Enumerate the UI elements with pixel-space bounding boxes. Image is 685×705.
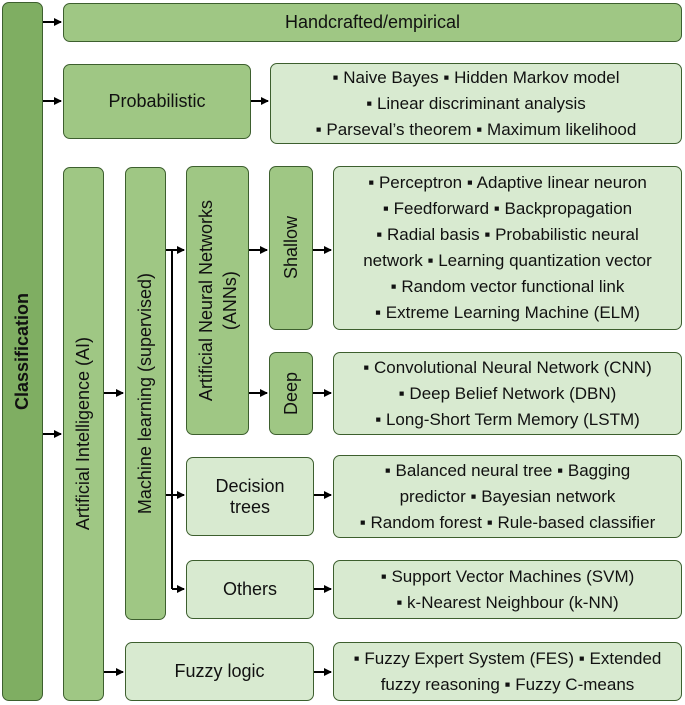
fuzzy-methods-box: ▪ Fuzzy Expert System (FES) ▪ Extended f… — [333, 642, 682, 701]
others-methods-box: ▪ Support Vector Machines (SVM) ▪ k-Near… — [333, 560, 682, 619]
method-line: ▪ Fuzzy Expert System (FES) ▪ Extended — [353, 648, 662, 668]
decision-trees-methods-box: ▪ Balanced neural tree ▪ Bagging predict… — [333, 455, 682, 538]
method-line: ▪ Random vector functional link — [390, 277, 625, 296]
decision-trees-label-line1: Decision — [215, 475, 285, 496]
handcrafted-label: Handcrafted/empirical — [284, 12, 461, 32]
shallow-box: Shallow — [269, 166, 313, 330]
method-line: ▪ Balanced neural tree ▪ Bagging — [384, 460, 631, 480]
ml-box: Machine learning (supervised) — [125, 167, 166, 620]
classification-root: Classification — [2, 2, 43, 701]
method-line: ▪ k-Nearest Neighbour (k-NN) — [396, 592, 619, 612]
ai-box: Artificial Intelligence (AI) — [63, 167, 104, 701]
method-line: ▪ Extreme Learning Machine (ELM) — [375, 303, 640, 322]
probabilistic-box: Probabilistic — [63, 64, 251, 139]
deep-label: Deep — [280, 371, 301, 416]
shallow-label: Shallow — [280, 216, 301, 280]
method-line: ▪ Feedforward ▪ Backpropagation — [382, 199, 633, 218]
method-line: ▪ Parseval’s theorem ▪ Maximum likelihoo… — [315, 119, 637, 139]
deep-methods-box: ▪ Convolutional Neural Network (CNN) ▪ D… — [333, 352, 682, 435]
ai-label: Artificial Intelligence (AI) — [73, 337, 93, 531]
handcrafted-box: Handcrafted/empirical — [63, 3, 682, 42]
ann-box: Artificial Neural Networks (ANNs) — [186, 166, 249, 435]
method-line: ▪ Convolutional Neural Network (CNN) — [363, 357, 652, 377]
method-line: ▪ Random forest ▪ Rule-based classifier — [359, 512, 656, 532]
method-line: ▪ Radial basis ▪ Probabilistic neural — [376, 225, 639, 244]
decision-trees-label-line2: trees — [229, 496, 271, 517]
method-line: network ▪ Learning quantization vector — [363, 251, 652, 270]
decision-trees-box: Decision trees — [186, 457, 314, 536]
fuzzy-label: Fuzzy logic — [174, 661, 265, 681]
deep-box: Deep — [269, 352, 313, 435]
method-line: ▪ Linear discriminant analysis — [366, 93, 586, 113]
method-line: ▪ Deep Belief Network (DBN) — [398, 383, 617, 403]
ml-label: Machine learning (supervised) — [135, 272, 155, 515]
method-line: ▪ Support Vector Machines (SVM) — [380, 566, 635, 586]
method-line: fuzzy reasoning ▪ Fuzzy C-means — [380, 674, 635, 694]
others-box: Others — [186, 560, 314, 619]
method-line: ▪ Long-Short Term Memory (LSTM) — [375, 409, 640, 429]
method-line: ▪ Naive Bayes ▪ Hidden Markov model — [332, 67, 620, 87]
classification-label: Classification — [12, 292, 32, 411]
probabilistic-methods-box: ▪ Naive Bayes ▪ Hidden Markov model ▪ Li… — [270, 63, 682, 144]
ann-label: Artificial Neural Networks (ANNs) — [194, 200, 242, 401]
ann-label-line1: Artificial Neural Networks — [195, 199, 216, 402]
others-label: Others — [222, 579, 278, 599]
probabilistic-label: Probabilistic — [108, 91, 206, 111]
shallow-methods-box: ▪ Perceptron ▪ Adaptive linear neuron ▪ … — [333, 166, 682, 330]
ann-label-line2: (ANNs) — [219, 271, 240, 330]
method-line: ▪ Perceptron ▪ Adaptive linear neuron — [368, 173, 647, 192]
fuzzy-box: Fuzzy logic — [125, 642, 314, 701]
method-line: predictor ▪ Bayesian network — [399, 486, 616, 506]
